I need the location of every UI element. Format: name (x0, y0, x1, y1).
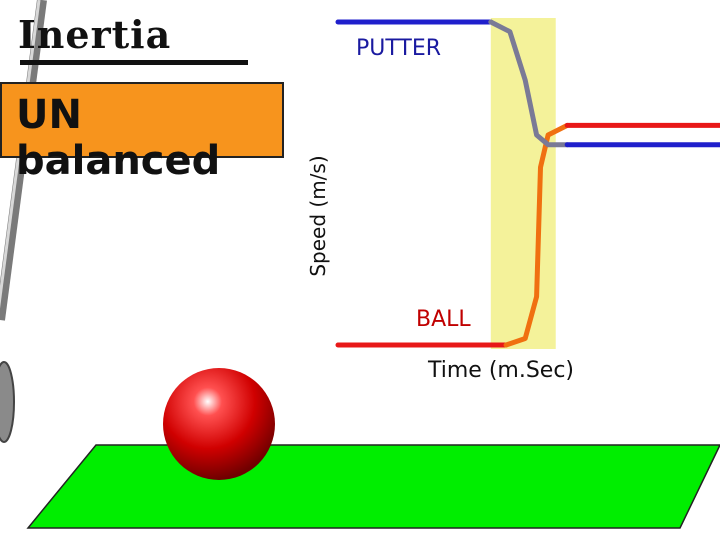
series-label-putter: PUTTER (356, 36, 442, 61)
series-label-ball: BALL (416, 307, 471, 332)
putter-club-illustration (0, 0, 47, 443)
title-underline (20, 60, 248, 65)
putter-line-transition (488, 19, 570, 148)
x-axis-label: Time (m.Sec) (428, 358, 575, 383)
unbalanced-label-box: UN balanced (0, 82, 284, 184)
y-axis-label: Speed (m/s) (306, 155, 330, 277)
ball-line-transition (503, 122, 570, 348)
speed-time-chart (335, 18, 720, 349)
golf-ball (163, 368, 275, 480)
unbalanced-label: UN balanced (16, 92, 221, 184)
slide-title: Inertia (18, 12, 172, 57)
ground-plane (26, 444, 720, 529)
